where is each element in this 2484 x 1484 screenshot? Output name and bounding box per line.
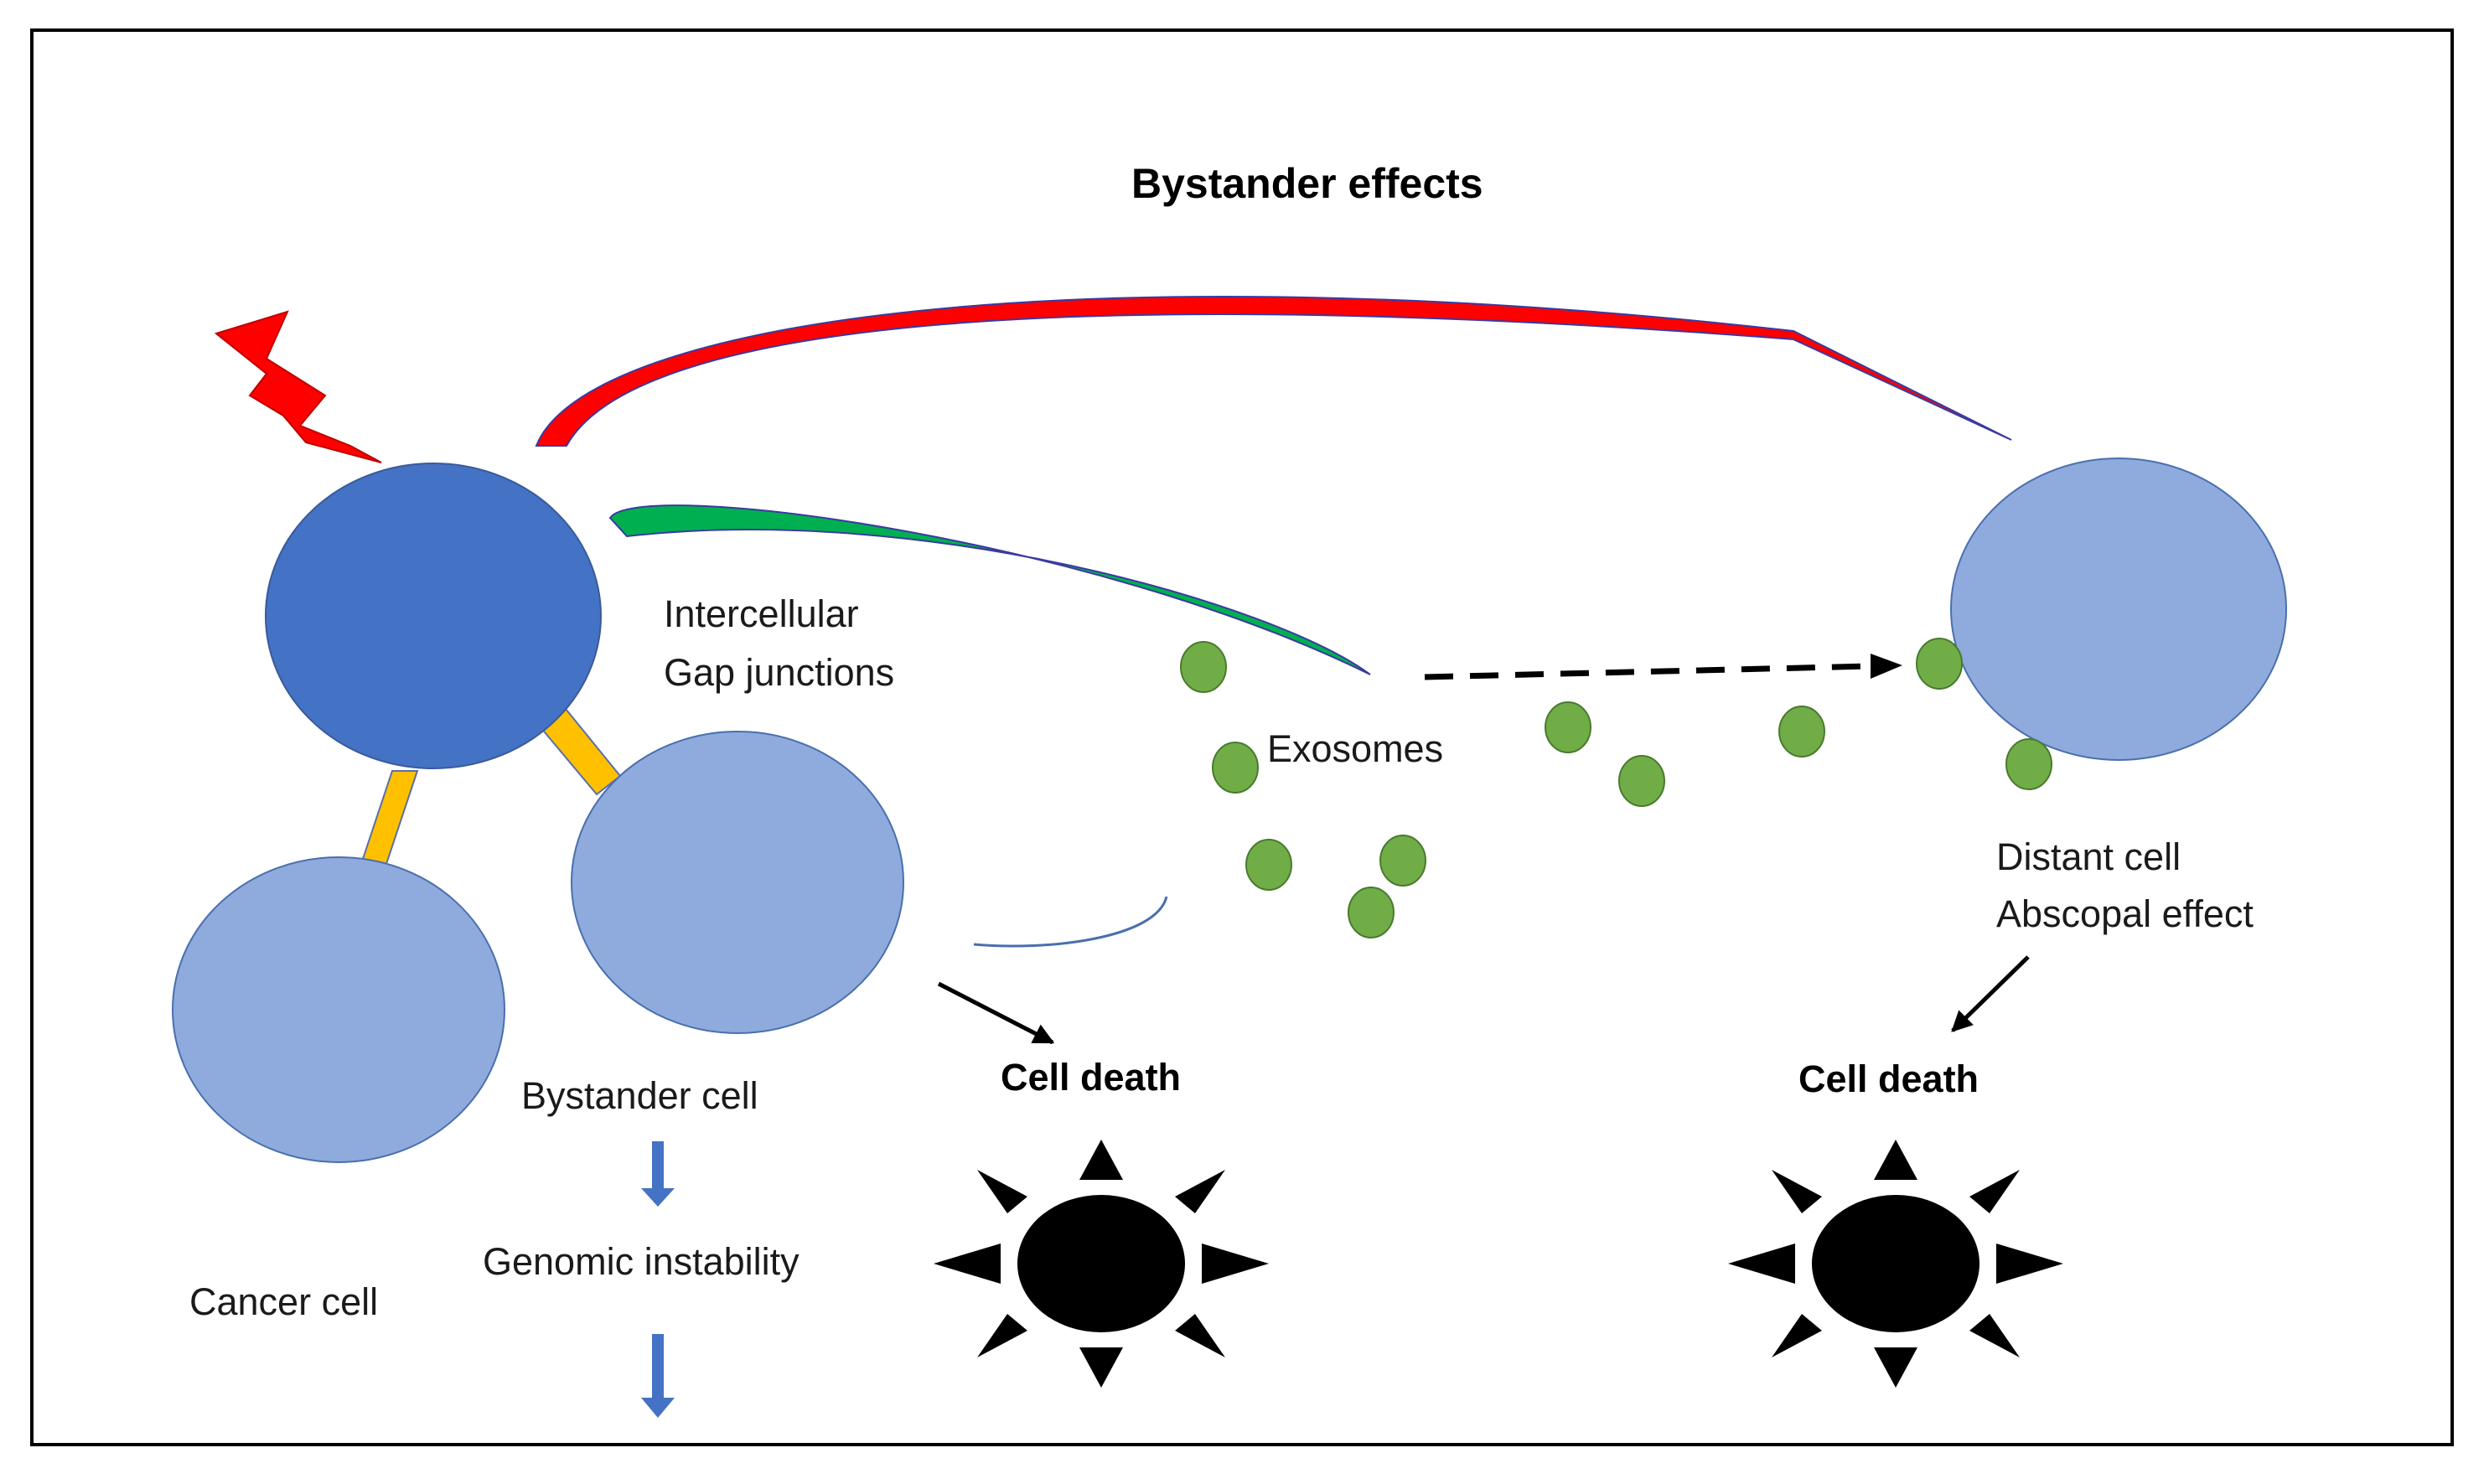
exosome: [1245, 839, 1292, 891]
red-signal-arrow: [535, 295, 2012, 447]
down-arrow-icon: [641, 1334, 675, 1418]
exosome: [2005, 738, 2052, 790]
cancer-cell-label: Cancer cell: [189, 1280, 379, 1323]
distant-cell-label: Distant cell: [1996, 835, 2181, 878]
exosome: [1545, 701, 1591, 753]
dashed-arrow: [1424, 663, 1871, 680]
arrow-to-cell-death-left: [937, 981, 1055, 1045]
arrow-to-cell-death-right: [1951, 955, 2030, 1032]
gap-junction-connector: [359, 770, 419, 867]
cancer-cell: [172, 856, 505, 1163]
exosome: [1778, 706, 1825, 758]
diagram-title: Bystander effects: [1131, 160, 1483, 207]
gap-junctions-label: Gap junctions: [664, 651, 895, 694]
genomic-instability-label: Genomic instability: [483, 1240, 800, 1283]
exosome-group: [1180, 638, 2052, 938]
exosome: [1348, 887, 1395, 938]
thin-curve: [973, 896, 1168, 948]
lightning-bolt-icon: [214, 310, 382, 463]
dashed-arrow-head: [1871, 654, 1902, 679]
down-arrow-icon: [641, 1141, 675, 1207]
dead-cell-sun-icon: [1728, 1140, 2063, 1388]
green-signal-arrow: [608, 504, 1371, 675]
distant-cell: [1950, 458, 2287, 761]
abscopal-effect-label: Abscopal effect: [1996, 892, 2254, 935]
dead-cell-sun-icon: [934, 1140, 1269, 1388]
intercellular-label: Intercellular: [664, 592, 859, 635]
exosome: [1212, 742, 1259, 794]
exosome: [1180, 641, 1227, 693]
irradiated-cell: [265, 463, 602, 769]
exosome: [1379, 835, 1426, 887]
cell-death-left-label: Cell death: [1001, 1056, 1182, 1099]
cell-death-right-label: Cell death: [1798, 1057, 1979, 1100]
bystander-cell-label: Bystander cell: [521, 1074, 758, 1117]
exosomes-label: Exosomes: [1267, 727, 1444, 770]
diagram-frame: [30, 28, 2454, 1446]
exosome: [1916, 638, 1963, 690]
bystander-cell: [571, 731, 904, 1034]
exosome: [1618, 755, 1665, 807]
